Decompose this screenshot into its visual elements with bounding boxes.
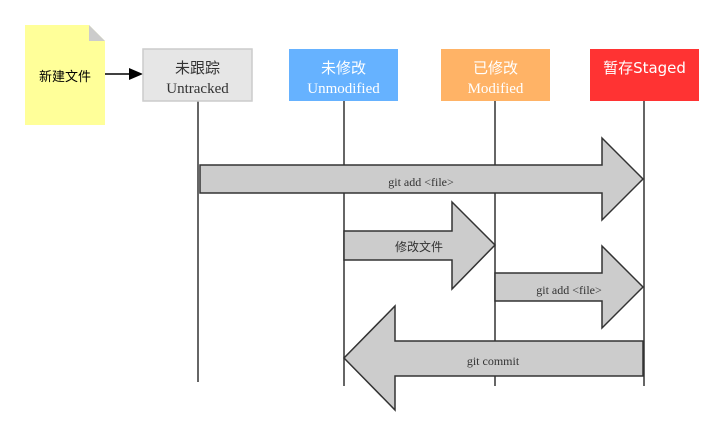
transition-git-add-modified: git add <file> — [494, 244, 645, 330]
state-subtitle: Modified — [468, 81, 524, 97]
state-staged: 暂存Staged — [590, 49, 699, 101]
block-arrow — [342, 304, 644, 412]
transition-git-add-untracked: git add <file> — [199, 136, 645, 222]
state-untracked: 未跟踪 Untracked — [142, 48, 253, 102]
state-subtitle: Unmodified — [307, 81, 380, 97]
transition-edit-file: 修改文件 — [343, 200, 497, 291]
state-box — [441, 49, 550, 101]
transition-label: git commit — [467, 354, 520, 368]
note-body — [25, 25, 105, 125]
state-unmodified: 未修改 Unmodified — [289, 49, 398, 101]
state-box — [289, 49, 398, 101]
state-subtitle: Untracked — [166, 81, 229, 97]
state-title: 暂存Staged — [603, 59, 686, 77]
transition-label: git add <file> — [536, 283, 602, 297]
note-fold — [89, 25, 105, 41]
block-arrow — [343, 200, 497, 291]
block-arrow — [199, 136, 645, 222]
transition-label: 修改文件 — [395, 239, 443, 254]
transition-git-commit: git commit — [342, 304, 644, 412]
state-title: 未修改 — [321, 59, 366, 77]
new-file-connector — [105, 68, 143, 80]
state-title: 未跟踪 — [175, 59, 220, 77]
state-title: 已修改 — [473, 59, 518, 77]
state-box — [142, 48, 253, 102]
state-box — [590, 49, 699, 101]
new-file-label: 新建文件 — [39, 69, 91, 85]
connector-arrowhead — [129, 68, 143, 80]
transition-label: git add <file> — [388, 175, 454, 189]
block-arrow — [494, 244, 645, 330]
new-file-note: 新建文件 — [25, 25, 105, 125]
state-modified: 已修改 Modified — [441, 49, 550, 101]
